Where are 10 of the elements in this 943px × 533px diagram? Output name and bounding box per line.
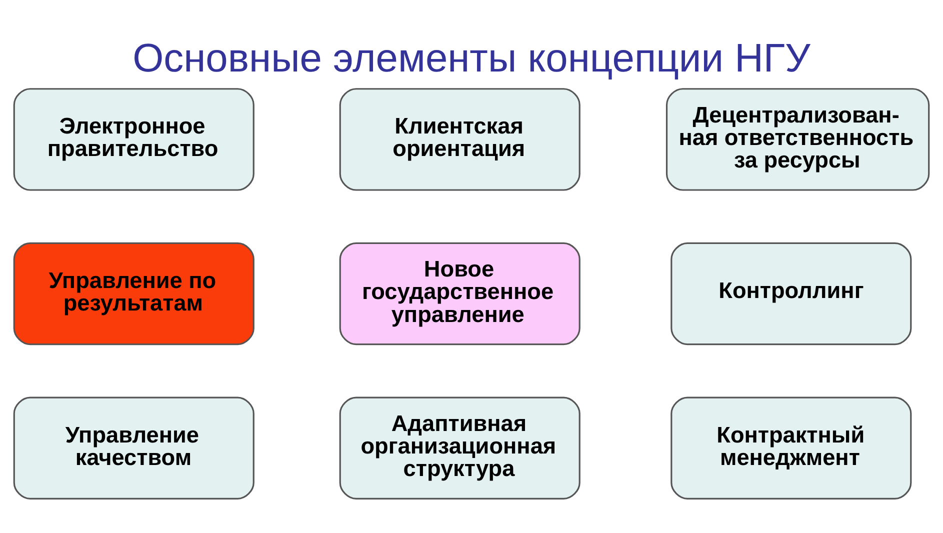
node-box: Контрактный менеджмент	[670, 396, 912, 500]
node-box: Децентрализован- ная ответственность за ресурсы	[666, 88, 930, 191]
node-box: Клиентская ориентация	[339, 88, 580, 191]
diagram-title: Основные элементы концепции НГУ	[132, 36, 810, 81]
node-box: Электронное правительство	[13, 88, 254, 191]
node-box: Новое государственное управление	[339, 242, 580, 346]
node-box: Управление качеством	[13, 396, 254, 500]
node-box: Адаптивная организационная структура	[339, 396, 580, 500]
node-box: Контроллинг	[670, 242, 912, 346]
node-box: Управление по результатам	[13, 242, 254, 346]
